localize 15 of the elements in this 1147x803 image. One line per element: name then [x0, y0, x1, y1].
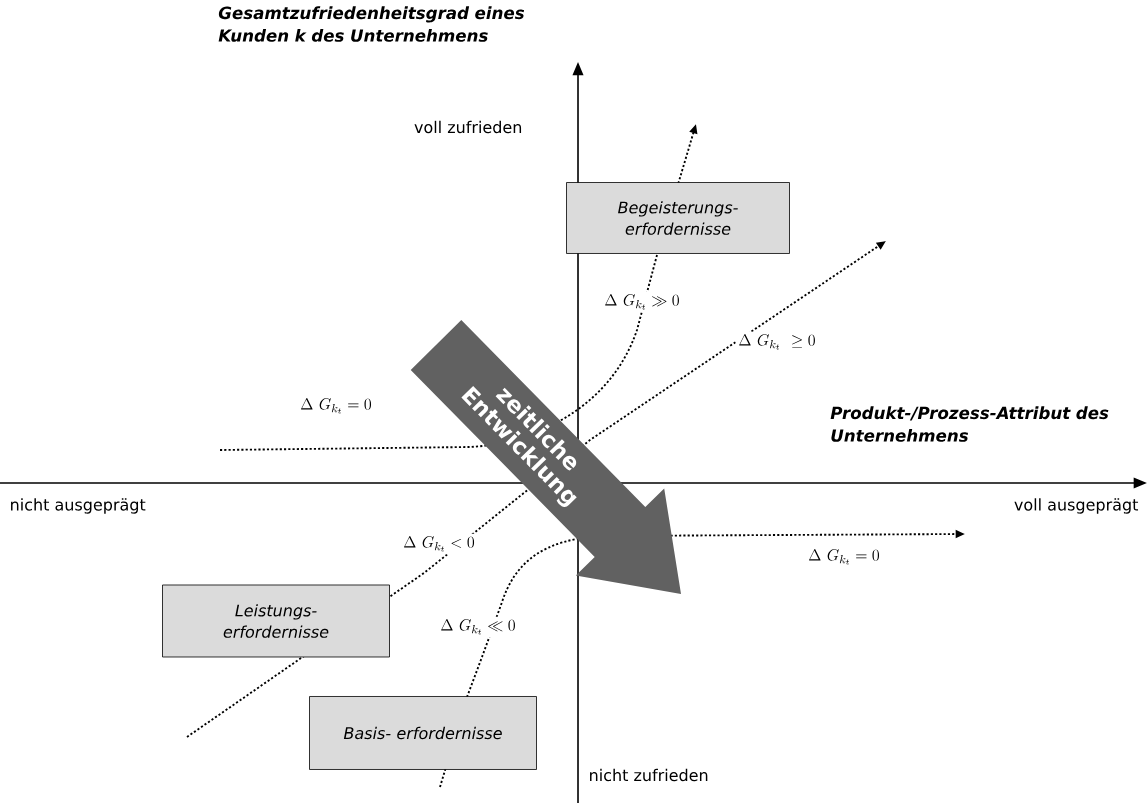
axis-end-label: nicht zufrieden [590, 768, 708, 782]
requirement-box: Basis- erfordernisse [309, 696, 537, 770]
curve-label: $\Delta\ G_{k_t} = 0$ [805, 546, 883, 568]
curve-label: $\Delta\ G_{k_t} \gg 0$ [601, 291, 683, 313]
axis-end-label: voll zufrieden [414, 120, 522, 134]
curve-label: $\Delta\ G_{k_t} \ll 0$ [437, 616, 519, 638]
axis-title: Gesamtzufriedenheitsgrad eines Kunden k des Unternehmens [218, 6, 525, 42]
axis-end-label: nicht ausgeprägt [11, 498, 146, 514]
curve-label: $\Delta\ G_{k_t}\ \geq 0$ [735, 331, 819, 353]
curve-label: $\Delta\ G_{k_t} < 0$ [400, 533, 478, 555]
requirement-box: Begeisterungs- erfordernisse [566, 182, 790, 254]
axis-end-label: voll ausgeprägt [1014, 498, 1139, 514]
curve-label: $\Delta\ G_{k_t} = 0$ [297, 395, 375, 417]
axis-title: Produkt-/Prozess-Attribut des Unternehmens [830, 406, 1109, 442]
requirement-box: Leistungs- erfordernisse [162, 584, 390, 658]
